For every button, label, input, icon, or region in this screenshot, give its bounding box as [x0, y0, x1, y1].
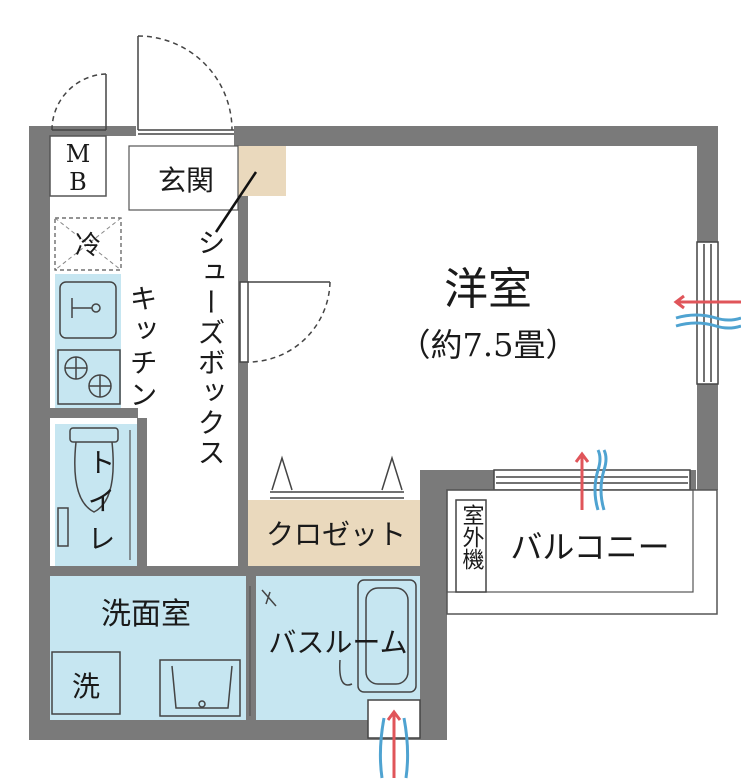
entrance-floor — [128, 145, 239, 211]
kitchen-stove — [57, 349, 121, 405]
bath-door-mark — [261, 589, 277, 607]
balcony-window[interactable] — [493, 469, 691, 491]
bathroom-label: バスルーム — [268, 626, 407, 659]
refrigerator-label: 冷 — [75, 231, 101, 261]
toilet-fixture — [57, 427, 119, 547]
closet-floor — [248, 500, 420, 566]
closet-label: クロゼット — [266, 518, 406, 551]
meter-box — [49, 135, 107, 197]
balcony-area — [446, 489, 718, 615]
outdoor-unit — [455, 499, 487, 593]
balcony-rail — [446, 489, 694, 593]
vent-arrows-right — [673, 294, 741, 330]
balcony-label: バルコニー — [510, 528, 669, 566]
western-room-label: 洋室 — [444, 264, 532, 315]
meter-box-door[interactable] — [51, 73, 107, 131]
vent-arrows-bottom — [367, 699, 421, 779]
kitchen-label: キッチン — [126, 284, 159, 412]
shoe-box-leader — [214, 171, 258, 233]
kitchen-sink — [59, 281, 117, 339]
washer-label: 洗 — [72, 670, 100, 703]
closet-doors[interactable] — [270, 455, 404, 499]
western-room-door[interactable] — [239, 281, 331, 363]
vent-arrows-balcony — [574, 449, 608, 511]
washer — [51, 651, 121, 715]
western-room-size: （約7.5畳） — [399, 326, 578, 364]
entrance-label: 玄関 — [158, 164, 214, 197]
outdoor-unit-label: 室外機 — [459, 504, 485, 570]
entrance-door[interactable] — [137, 35, 234, 135]
meter-box-label-m: M — [66, 140, 91, 168]
bathtub — [357, 579, 417, 693]
washroom-label: 洗面室 — [101, 597, 191, 632]
wash-basin — [159, 659, 241, 717]
right-window[interactable] — [696, 241, 719, 385]
walls — [29, 126, 718, 740]
toilet-label: トイレ — [84, 448, 117, 562]
meter-box-label-b: B — [69, 168, 87, 196]
shower-head — [339, 659, 353, 686]
shoe-box-label: シューズボックス — [194, 228, 227, 468]
bathroom-floor — [256, 576, 420, 722]
